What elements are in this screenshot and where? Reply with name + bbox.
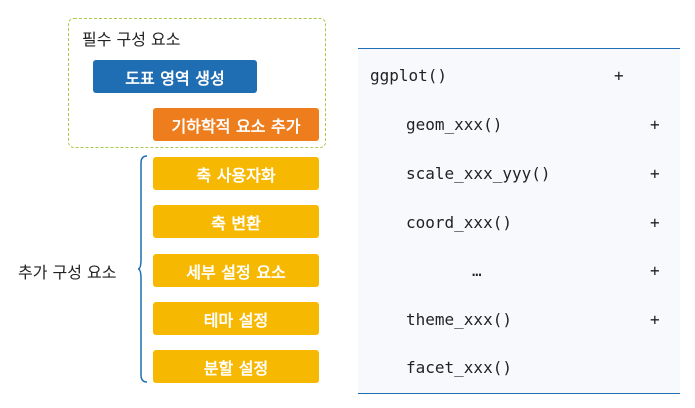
plus-sign: + [650, 213, 660, 232]
add-geom-box: 기하학적 요소 추가 [153, 108, 319, 141]
axis-customize-box: 축 사용자화 [153, 157, 319, 190]
detail-settings-box: 세부 설정 요소 [153, 254, 319, 287]
plus-sign: + [650, 310, 660, 329]
required-components-box [68, 18, 326, 148]
required-components-label: 필수 구성 요소 [82, 30, 181, 49]
plus-sign: + [650, 115, 660, 134]
plus-sign: + [650, 261, 660, 280]
code-panel [358, 48, 680, 394]
facet-settings-box: 분할 설정 [153, 350, 319, 383]
code-line-ellipsis: … [472, 261, 482, 280]
plus-sign: + [614, 66, 624, 85]
code-line-ggplot: ggplot() [370, 66, 448, 85]
code-line-theme: theme_xxx() [406, 310, 512, 329]
curly-brace [138, 155, 148, 383]
code-line-facet: facet_xxx() [406, 358, 512, 377]
code-line-geom: geom_xxx() [406, 115, 503, 134]
theme-settings-box: 테마 설정 [153, 302, 319, 335]
axis-transform-box: 축 변환 [153, 205, 319, 238]
create-plot-area-box: 도표 영역 생성 [93, 60, 257, 93]
code-line-scale: scale_xxx_yyy() [406, 164, 551, 183]
optional-components-label: 추가 구성 요소 [18, 263, 117, 282]
code-line-coord: coord_xxx() [406, 213, 512, 232]
plus-sign: + [650, 164, 660, 183]
